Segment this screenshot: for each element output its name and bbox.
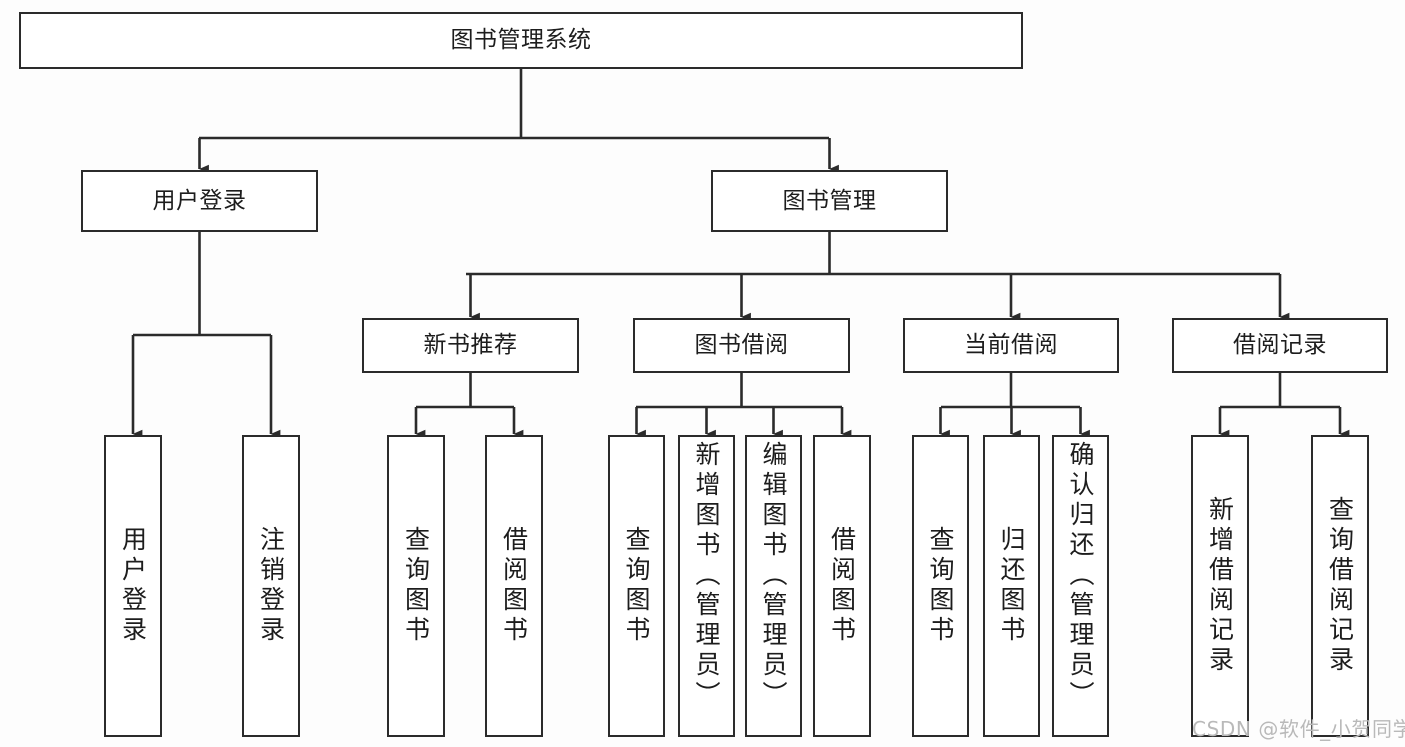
node-user-login[interactable]: 用户登录 xyxy=(81,170,318,232)
node-book-borrow[interactable]: 图书借阅 xyxy=(633,318,850,373)
node-label: 查询图书 xyxy=(926,526,955,646)
node-current-borrow[interactable]: 当前借阅 xyxy=(903,318,1119,373)
node-leaf-add-book[interactable]: 新增图书（管理员） xyxy=(678,435,735,737)
watermark: CSDN @软件_小贺同学 xyxy=(1192,717,1405,741)
node-book-manage[interactable]: 图书管理 xyxy=(711,170,948,232)
node-leaf-query-book-3[interactable]: 查询图书 xyxy=(912,435,969,737)
node-label: 新书推荐 xyxy=(423,332,518,359)
node-leaf-query-book-2[interactable]: 查询图书 xyxy=(608,435,665,737)
node-root[interactable]: 图书管理系统 xyxy=(19,12,1023,69)
node-label: 借阅记录 xyxy=(1233,332,1327,359)
node-label: 借阅图书 xyxy=(827,526,857,646)
node-label: 当前借阅 xyxy=(964,332,1058,359)
node-leaf-add-record[interactable]: 新增借阅记录 xyxy=(1191,435,1249,737)
node-new-book-recommend[interactable]: 新书推荐 xyxy=(362,318,579,373)
node-label: 图书借阅 xyxy=(694,332,789,359)
node-leaf-edit-book[interactable]: 编辑图书（管理员） xyxy=(745,435,802,737)
node-label: 借阅图书 xyxy=(499,526,529,646)
connector-layer xyxy=(131,69,1350,439)
node-leaf-query-record[interactable]: 查询借阅记录 xyxy=(1311,435,1369,737)
node-label: 查询图书 xyxy=(622,526,651,646)
node-leaf-user-login[interactable]: 用户登录 xyxy=(104,435,162,737)
node-label: 查询图书 xyxy=(401,526,431,646)
node-label: 用户登录 xyxy=(152,187,247,214)
node-borrow-record[interactable]: 借阅记录 xyxy=(1172,318,1388,373)
node-label: 新增图书（管理员） xyxy=(692,441,721,711)
node-leaf-logout[interactable]: 注销登录 xyxy=(242,435,300,737)
node-label: 新增借阅记录 xyxy=(1205,496,1235,676)
node-label: 用户登录 xyxy=(118,526,148,646)
node-label: 编辑图书（管理员） xyxy=(759,441,788,711)
node-label: 注销登录 xyxy=(256,526,286,646)
node-label: 查询借阅记录 xyxy=(1325,496,1355,676)
node-label: 确认归还（管理员） xyxy=(1066,441,1095,711)
node-label: 图书管理 xyxy=(782,187,877,214)
node-label: 图书管理系统 xyxy=(450,27,592,54)
node-leaf-return-book[interactable]: 归还图书 xyxy=(983,435,1040,737)
node-leaf-confirm-return[interactable]: 确认归还（管理员） xyxy=(1052,435,1109,737)
node-leaf-borrow-book-1[interactable]: 借阅图书 xyxy=(485,435,543,737)
node-label: 归还图书 xyxy=(997,526,1026,646)
node-leaf-query-book-1[interactable]: 查询图书 xyxy=(387,435,445,737)
node-leaf-borrow-book-2[interactable]: 借阅图书 xyxy=(813,435,871,737)
